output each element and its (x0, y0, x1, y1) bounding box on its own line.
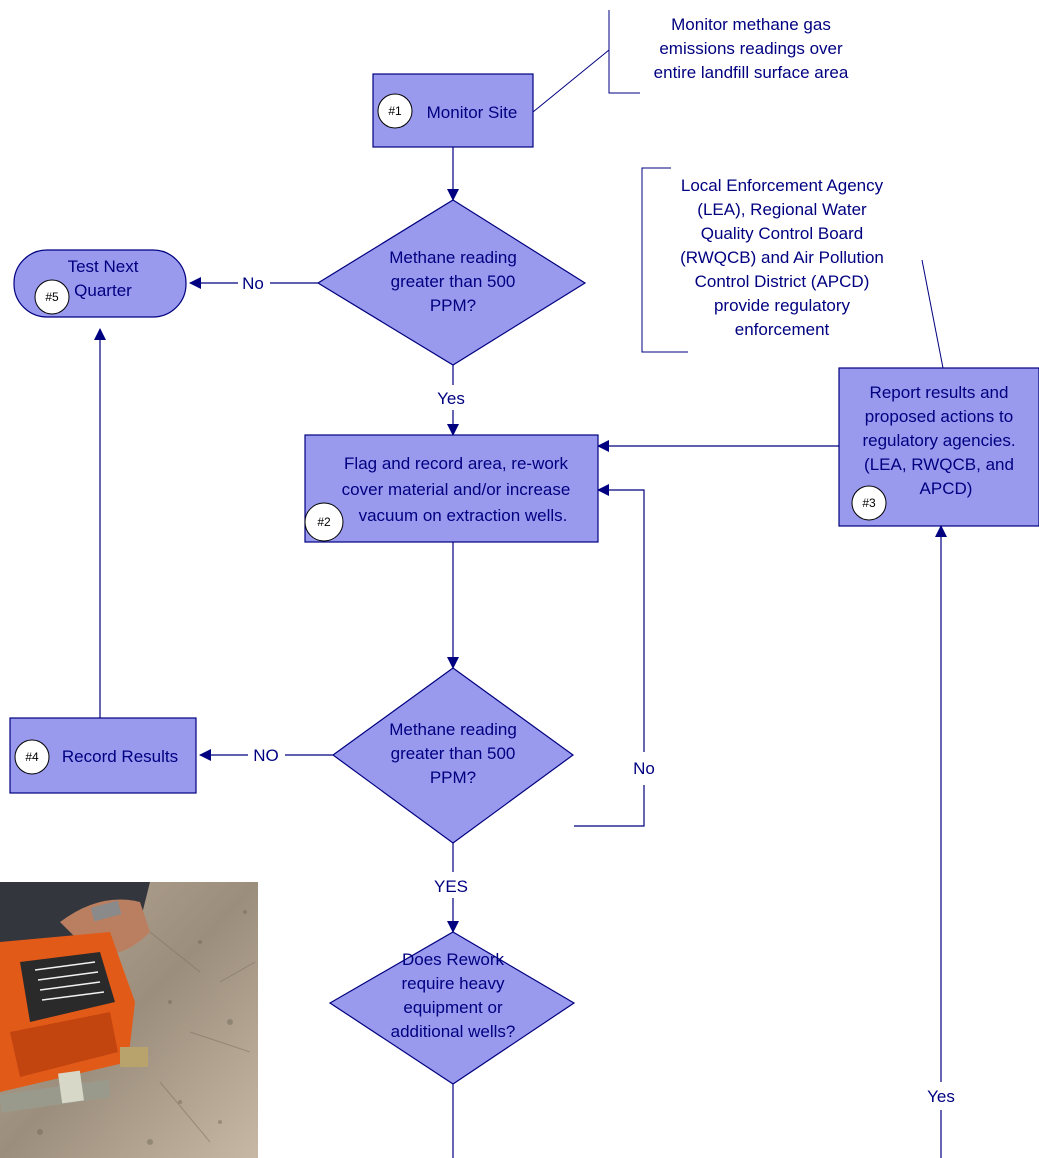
agency-note-bracket (641, 167, 688, 353)
edge-decision3-no-upper (597, 484, 645, 752)
test-next-quarter-line-2: Quarter (74, 281, 132, 300)
edge-label-d2-yes: YES (434, 877, 468, 896)
report-line-1: Report results and (870, 383, 1009, 402)
methane-detector-photo (0, 882, 258, 1158)
report-line-2: proposed actions to (865, 407, 1013, 426)
edge-label-d3-no: No (633, 759, 655, 778)
decision3-line-3: equipment or (403, 998, 503, 1017)
decision-rework: Does Rework require heavy equipment or a… (328, 931, 576, 1085)
flag-record-line-2: cover material and/or increase (342, 480, 571, 499)
report-line-3: regulatory agencies. (862, 431, 1015, 450)
agency-note-line-3: Quality Control Board (701, 224, 864, 243)
report-results-box: Report results and proposed actions to r… (838, 367, 1039, 527)
decision-methane-1: Methane reading greater than 500 PPM? (316, 199, 587, 366)
decision-methane-2: Methane reading greater than 500 PPM? (331, 667, 575, 844)
edge-decision3-no-lower (574, 785, 645, 827)
monitor-note: Monitor methane gas emissions readings o… (654, 15, 849, 82)
agency-note-leader (921, 259, 944, 369)
step-badge-1 (377, 93, 413, 129)
decision2-line-1: Methane reading (389, 720, 517, 739)
agency-note-line-7: enforcement (735, 320, 830, 339)
monitor-site-label: Monitor Site (427, 103, 518, 122)
test-next-quarter-line-1: Test Next (68, 257, 139, 276)
agency-note-line-2: (LEA), Regional Water (697, 200, 867, 219)
edge-label-d2-no: NO (253, 746, 279, 765)
step-badge-2 (304, 502, 344, 542)
step-badge-1-label: #1 (388, 104, 402, 118)
decision1-line-1: Methane reading (389, 248, 517, 267)
agency-note-line-1: Local Enforcement Agency (681, 176, 884, 195)
monitor-site-box: #1 Monitor Site (372, 73, 534, 148)
edge-label-d1-yes: Yes (437, 389, 465, 408)
decision2-line-3: PPM? (430, 768, 476, 787)
edge-label-right-yes: Yes (927, 1087, 955, 1106)
agency-note-line-5: Control District (APCD) (695, 272, 870, 291)
monitor-note-line-3: entire landfill surface area (654, 63, 849, 82)
decision3-line-4: additional wells? (391, 1022, 516, 1041)
agency-note-line-6: provide regulatory (714, 296, 851, 315)
decision3-line-1: Does Rework (402, 950, 505, 969)
decision1-line-2: greater than 500 (391, 272, 516, 291)
monitor-note-bracket (608, 10, 640, 94)
record-results-label: Record Results (62, 747, 178, 766)
report-line-4: (LEA, RWQCB, and (864, 455, 1014, 474)
edge-label-d1-no: No (242, 274, 264, 293)
step-badge-5 (34, 279, 70, 315)
monitor-note-leader (532, 49, 610, 113)
agency-note-line-4: (RWQCB) and Air Pollution (680, 248, 884, 267)
decision3-line-2: require heavy (401, 974, 505, 993)
step-badge-5-label: #5 (45, 290, 59, 304)
flag-record-line-1: Flag and record area, re-work (344, 454, 568, 473)
agency-note: Local Enforcement Agency (LEA), Regional… (680, 176, 884, 339)
step-badge-4 (14, 739, 50, 775)
record-results-box: #4 Record Results (9, 717, 197, 794)
flag-record-line-3: vacuum on extraction wells. (359, 506, 568, 525)
step-badge-3-label: #3 (862, 496, 876, 510)
test-next-quarter-terminal: #5 Test Next Quarter (13, 249, 187, 318)
report-line-5: APCD) (920, 479, 973, 498)
monitor-note-line-1: Monitor methane gas (671, 15, 831, 34)
step-badge-2-label: #2 (317, 515, 331, 529)
monitor-note-line-2: emissions readings over (659, 39, 843, 58)
decision1-line-3: PPM? (430, 296, 476, 315)
decision2-line-2: greater than 500 (391, 744, 516, 763)
step-badge-3 (851, 485, 887, 521)
flag-record-box: Flag and record area, re-work cover mate… (304, 434, 599, 543)
step-badge-4-label: #4 (25, 750, 39, 764)
